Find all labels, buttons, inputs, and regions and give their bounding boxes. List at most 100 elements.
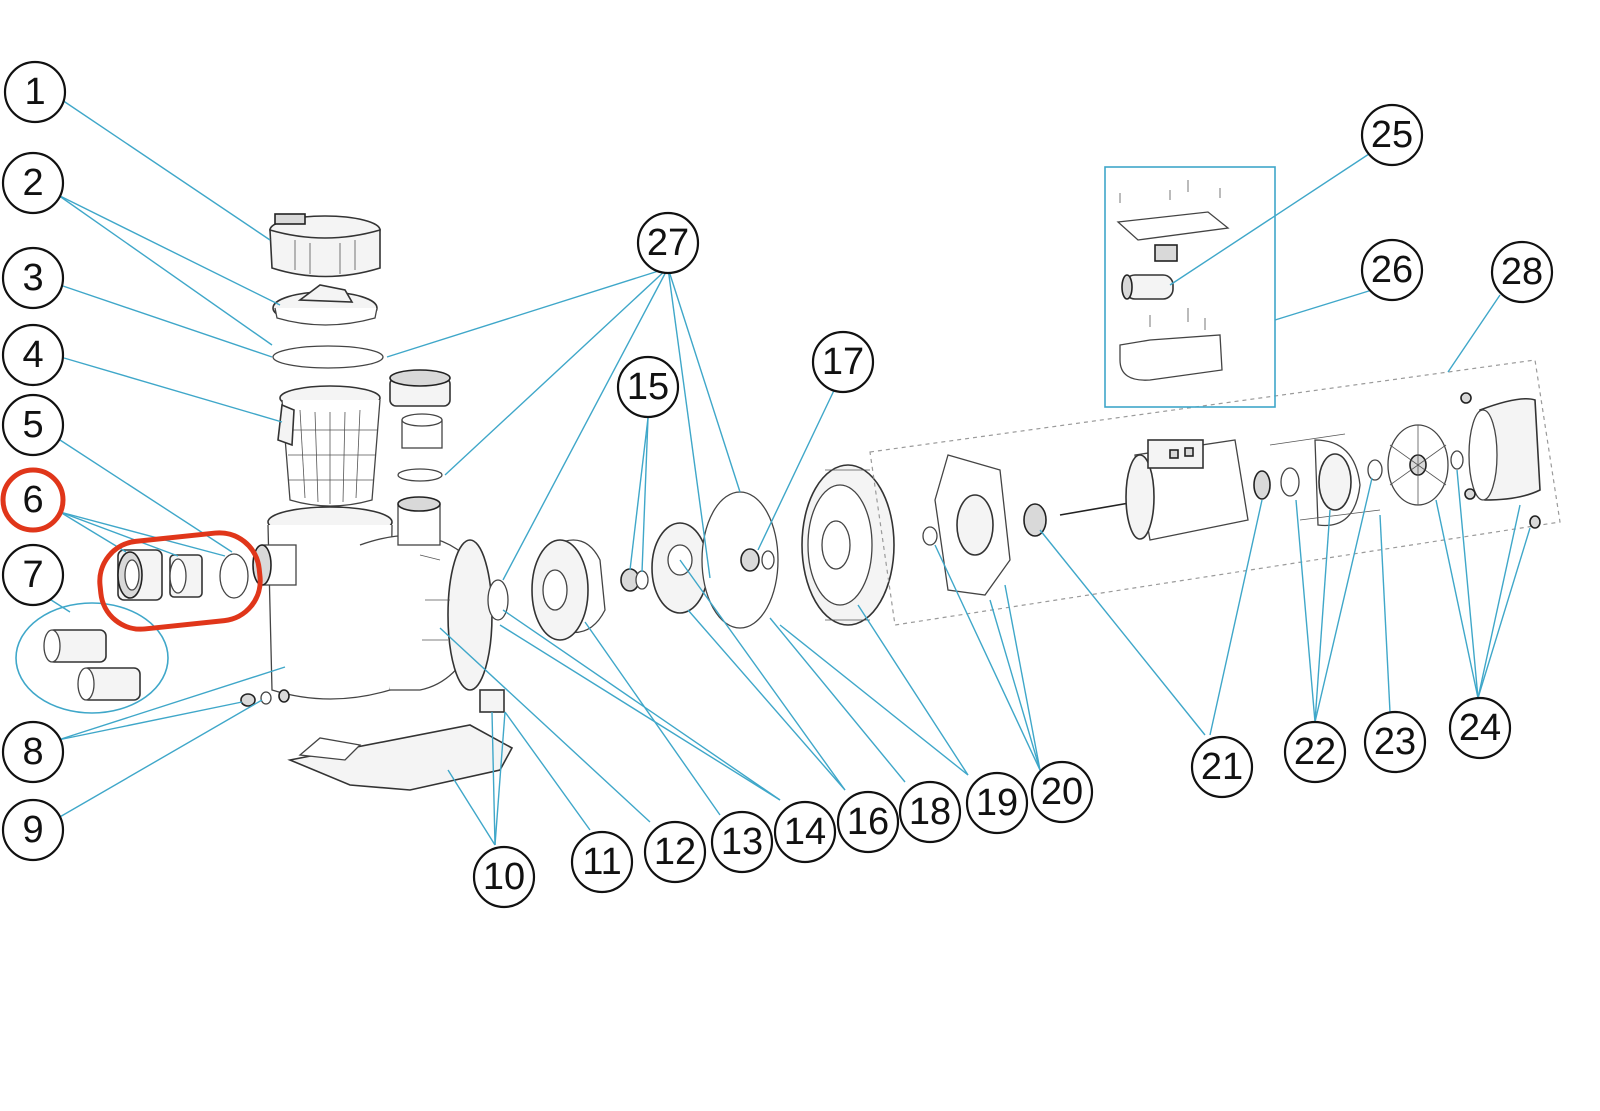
- callout-label: 24: [1459, 707, 1501, 749]
- leader-line-20b: [989, 599, 1041, 771]
- leader-line-7: [47, 597, 71, 613]
- leader-line-6b: [59, 511, 179, 557]
- leader-line-23: [1379, 514, 1391, 713]
- callout-label: 19: [976, 782, 1018, 824]
- callout-28[interactable]: 28: [1490, 240, 1554, 304]
- callout-8[interactable]: 8: [1, 720, 65, 784]
- callout-label: 23: [1374, 721, 1416, 763]
- callout-18[interactable]: 18: [898, 780, 962, 844]
- callout-label: 15: [627, 366, 669, 408]
- callout-label: 6: [22, 479, 43, 521]
- seal-oring-part: [487, 579, 509, 621]
- callout-label: 16: [847, 801, 889, 843]
- pump-housing-part: [252, 496, 493, 700]
- leader-line-8a: [57, 666, 286, 741]
- callout-16[interactable]: 16: [836, 790, 900, 854]
- fan-and-cover-part: [1387, 392, 1541, 529]
- callout-19[interactable]: 19: [965, 771, 1029, 835]
- callout-5[interactable]: 5: [1, 393, 65, 457]
- motor-assembly-outline: [869, 359, 1561, 626]
- callout-label: 14: [784, 811, 826, 853]
- leader-line-22b: [1314, 509, 1331, 723]
- leader-line-27d: [667, 267, 711, 579]
- callout-21[interactable]: 21: [1190, 735, 1254, 799]
- callout-label: 22: [1294, 731, 1336, 773]
- callout-20[interactable]: 20: [1030, 760, 1094, 824]
- callout-label: 26: [1371, 249, 1413, 291]
- leader-line-24d: [1477, 504, 1521, 699]
- callout-label: 17: [822, 341, 864, 383]
- callout-11[interactable]: 11: [570, 830, 634, 894]
- leader-line-9: [57, 699, 263, 819]
- leader-line-1: [61, 99, 271, 241]
- leader-line-27b: [444, 267, 669, 476]
- leader-line-3: [59, 284, 273, 358]
- callout-label: 8: [22, 731, 43, 773]
- leader-line-28: [1447, 294, 1501, 373]
- leader-line-4: [63, 357, 283, 423]
- leader-line-14a: [502, 609, 781, 801]
- callout-27[interactable]: 27: [636, 211, 700, 275]
- callout-2[interactable]: 2: [1, 151, 65, 215]
- motor-stator-part: [1059, 439, 1249, 541]
- callout-label: 13: [721, 821, 763, 863]
- callout-label: 4: [22, 334, 43, 376]
- leader-line-22a: [1295, 499, 1316, 723]
- leader-line-18: [769, 617, 906, 783]
- callout-3[interactable]: 3: [1, 246, 65, 310]
- leader-line-24c: [1477, 527, 1531, 699]
- callout-23[interactable]: 23: [1363, 710, 1427, 774]
- callouts: 1 2 3 4 5 6 7 8 9 10 11 12 13 14 15 16 1…: [0, 60, 1554, 909]
- leader-line-13: [584, 621, 721, 816]
- callout-label: 12: [654, 831, 696, 873]
- callout-13[interactable]: 13: [710, 810, 774, 874]
- leader-line-10a: [447, 769, 496, 846]
- outlet-union-part: [389, 369, 451, 482]
- callout-24[interactable]: 24: [1448, 696, 1512, 760]
- leader-line-19b: [779, 624, 969, 776]
- leader-line-2b: [57, 194, 273, 346]
- callout-label: 9: [22, 809, 43, 851]
- leader-line-22c: [1314, 477, 1373, 723]
- callout-label: 2: [22, 162, 43, 204]
- callout-label: 25: [1371, 114, 1413, 156]
- leader-line-10b: [491, 711, 496, 846]
- callout-14[interactable]: 14: [773, 800, 837, 864]
- callout-6[interactable]: 6: [0, 467, 66, 533]
- callout-1[interactable]: 1: [3, 60, 67, 124]
- leader-line-26: [1274, 289, 1373, 321]
- leader-line-6a: [59, 511, 127, 553]
- diffuser-part: [531, 539, 606, 641]
- callout-7[interactable]: 7: [1, 543, 65, 607]
- callout-25[interactable]: 25: [1360, 103, 1424, 167]
- callout-label: 1: [24, 71, 45, 113]
- callout-12[interactable]: 12: [643, 820, 707, 884]
- callout-label: 28: [1501, 251, 1543, 293]
- callout-label: 11: [582, 841, 621, 883]
- leader-line-6c: [59, 511, 226, 557]
- callout-label: 20: [1041, 771, 1083, 813]
- callout-17[interactable]: 17: [811, 330, 875, 394]
- callout-15[interactable]: 15: [616, 355, 680, 419]
- callout-4[interactable]: 4: [1, 323, 65, 387]
- drain-plugs-part: [240, 689, 290, 707]
- lid-ring-part: [269, 213, 381, 278]
- callout-10[interactable]: 10: [472, 845, 536, 909]
- lid-part: [272, 284, 378, 326]
- leader-line-21a: [1039, 529, 1206, 736]
- mechanical-seal-part: [620, 568, 649, 592]
- callout-26[interactable]: 26: [1360, 238, 1424, 302]
- callout-label: 21: [1201, 746, 1243, 788]
- leader-line-16b: [679, 559, 846, 791]
- callout-label: 7: [22, 554, 43, 596]
- leader-line-16a: [687, 609, 846, 791]
- callout-9[interactable]: 9: [1, 798, 65, 862]
- pipe-adapters-part: [15, 602, 169, 714]
- leader-line-17: [757, 381, 839, 551]
- leader-line-27e: [667, 267, 741, 493]
- leader-line-27c: [502, 267, 669, 581]
- callout-22[interactable]: 22: [1283, 720, 1347, 784]
- callout-label: 27: [647, 222, 689, 264]
- leader-line-15a: [629, 417, 649, 571]
